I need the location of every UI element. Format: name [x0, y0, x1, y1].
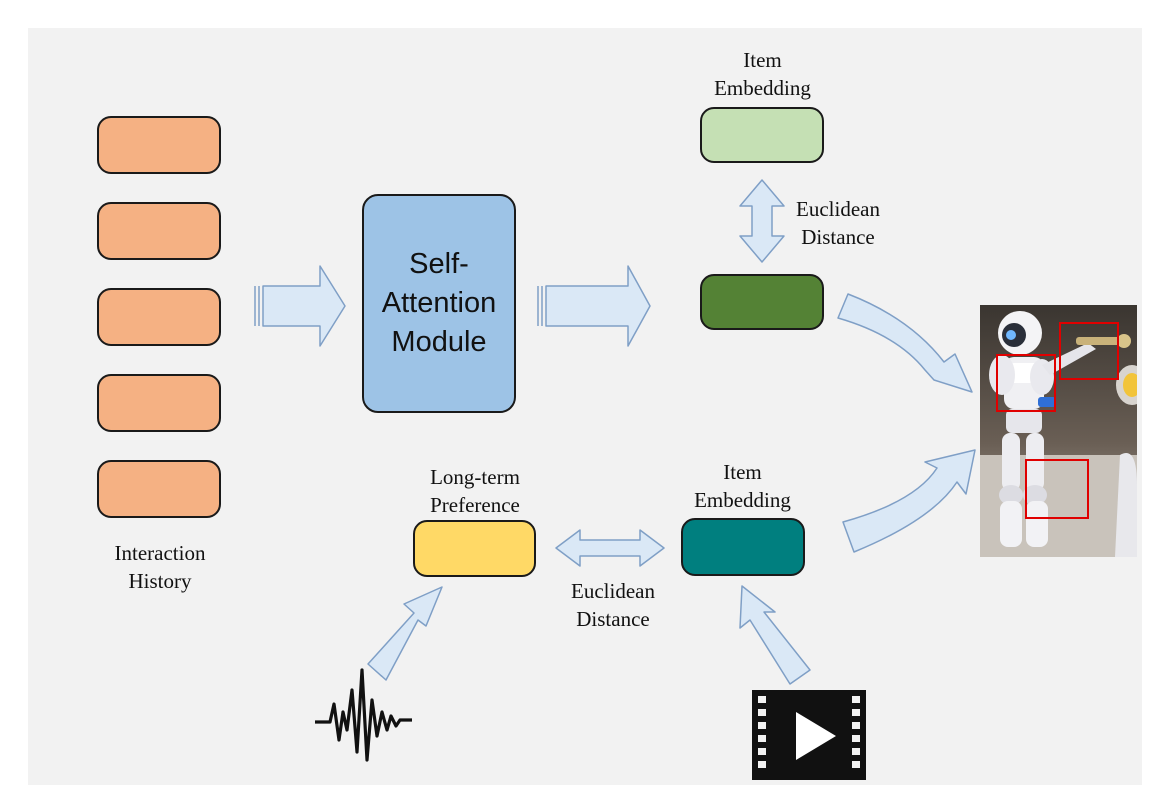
arrow-audio-to-preference — [367, 586, 443, 681]
top-item-embedding-label: Item Embedding — [695, 46, 830, 102]
bottom-distance-line1: Euclidean — [571, 579, 655, 603]
long-term-preference-label: Long-term Preference — [405, 463, 545, 519]
highlight-box-torso — [996, 354, 1056, 412]
long-term-line1: Long-term — [430, 465, 520, 489]
top-distance-double-arrow — [739, 179, 785, 263]
interaction-item-5 — [97, 460, 221, 518]
arrow-output-to-robot — [837, 293, 973, 393]
top-item-embedding-line2: Embedding — [714, 76, 811, 100]
interaction-history-label-line1: Interaction — [114, 541, 206, 565]
highlight-box-instrument — [1059, 322, 1119, 380]
bottom-item-embedding-line1: Item — [723, 460, 762, 484]
top-item-embedding-box — [700, 107, 824, 163]
self-attention-line1: Self- — [409, 248, 469, 280]
bottom-item-embedding-line2: Embedding — [694, 488, 791, 512]
bottom-euclidean-distance-label: Euclidean Distance — [548, 577, 678, 633]
video-play-icon — [752, 690, 866, 780]
arrow-history-to-attention — [254, 265, 346, 347]
interaction-item-3 — [97, 288, 221, 346]
arrow-video-to-embedding — [739, 585, 811, 685]
long-term-preference-box — [413, 520, 536, 577]
interaction-item-2 — [97, 202, 221, 260]
bottom-distance-line2: Distance — [576, 607, 650, 631]
interaction-history-label-line2: History — [128, 569, 192, 593]
arrow-embedding-to-robot — [842, 449, 976, 553]
interaction-history-label: Interaction History — [90, 539, 230, 595]
audio-waveform-icon — [315, 668, 412, 762]
self-attention-line3: Module — [391, 326, 487, 358]
top-distance-line1: Euclidean — [796, 197, 880, 221]
bottom-item-embedding-label: Item Embedding — [675, 458, 810, 514]
interaction-item-1 — [97, 116, 221, 174]
self-attention-module: Self- Attention Module — [362, 194, 516, 413]
highlight-box-legs — [1025, 459, 1089, 519]
bottom-distance-double-arrow — [555, 529, 665, 567]
robot-photo — [980, 305, 1137, 557]
sequence-output-box — [700, 274, 824, 330]
interaction-item-4 — [97, 374, 221, 432]
top-distance-line2: Distance — [801, 225, 875, 249]
arrow-attention-to-output — [537, 265, 651, 347]
top-item-embedding-line1: Item — [743, 48, 782, 72]
self-attention-line2: Attention — [381, 287, 497, 319]
bottom-item-embedding-box — [681, 518, 805, 576]
long-term-line2: Preference — [430, 493, 520, 517]
top-euclidean-distance-label: Euclidean Distance — [778, 195, 898, 251]
